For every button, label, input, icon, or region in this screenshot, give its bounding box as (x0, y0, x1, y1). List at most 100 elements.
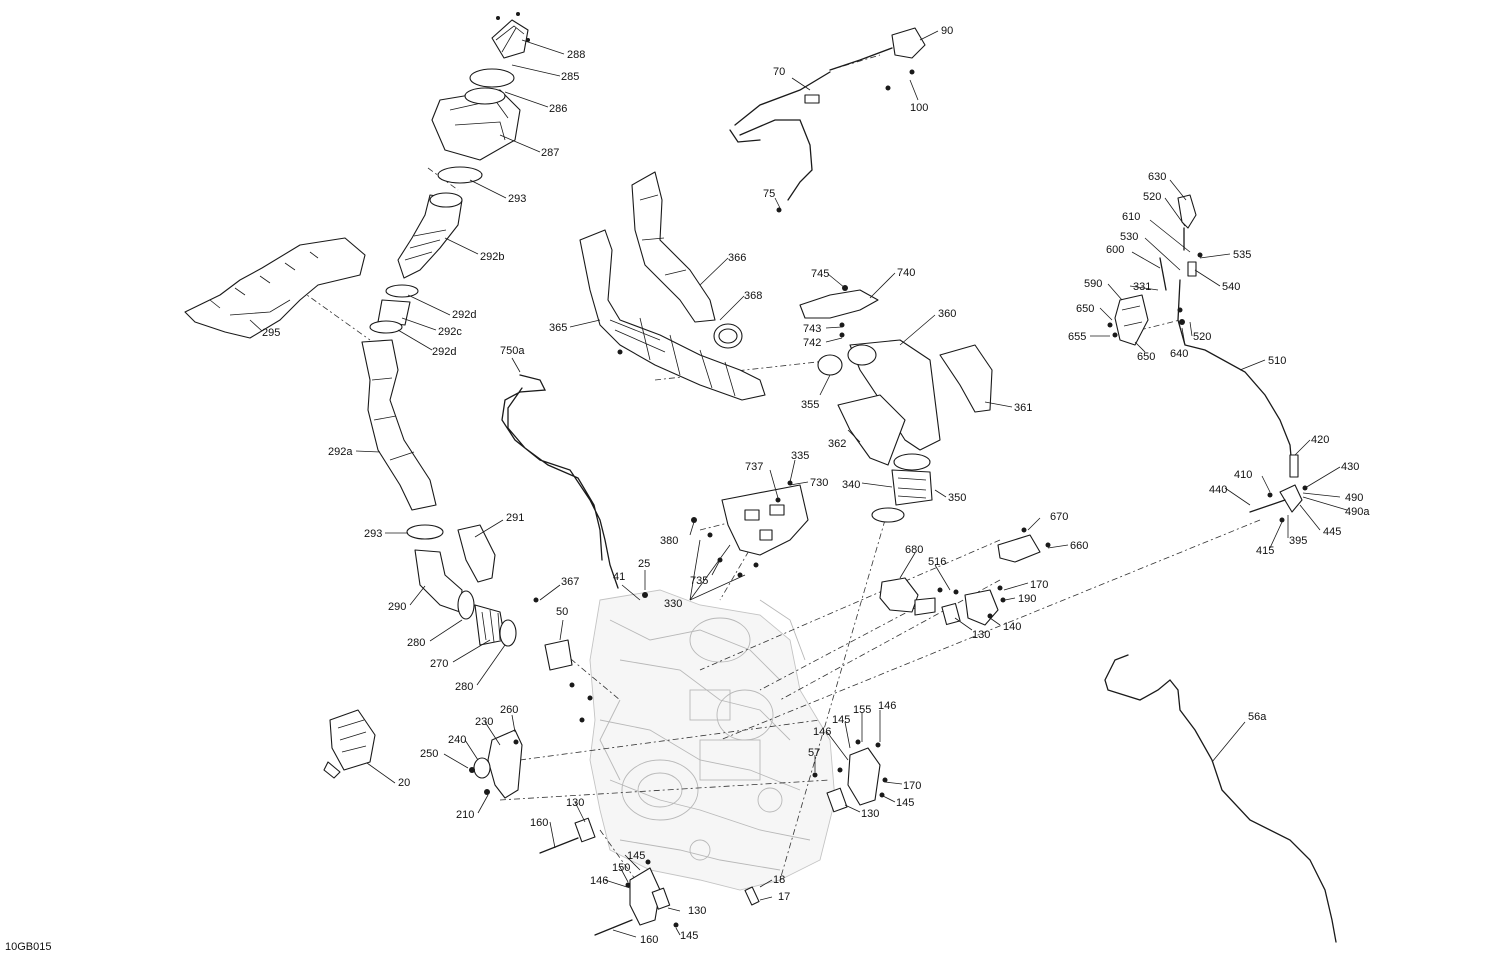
callout-362: 362 (828, 438, 846, 450)
callout-410: 410 (1234, 469, 1252, 481)
part-355 (817, 354, 843, 376)
part-362 (837, 394, 906, 466)
callout-660: 660 (1070, 540, 1088, 552)
lower-engine-mounts (539, 817, 760, 936)
callout-145-a: 145 (627, 850, 645, 862)
callout-420: 420 (1311, 434, 1329, 446)
callout-520-a: 520 (1143, 191, 1161, 203)
callout-25: 25 (638, 558, 650, 570)
callout-295: 295 (262, 327, 280, 339)
callout-130-c: 130 (972, 629, 990, 641)
right-mount-680 (879, 577, 1006, 626)
part-286 (464, 87, 506, 105)
callout-17: 17 (778, 891, 790, 903)
callout-145-b: 145 (680, 930, 698, 942)
callout-57: 57 (808, 747, 820, 759)
callout-366: 366 (728, 252, 746, 264)
callout-368: 368 (744, 290, 762, 302)
callout-745: 745 (811, 268, 829, 280)
callout-440: 440 (1209, 484, 1227, 496)
callout-350: 350 (948, 492, 966, 504)
callout-743: 743 (803, 323, 821, 335)
callout-230: 230 (475, 716, 493, 728)
callout-75: 75 (763, 188, 775, 200)
callout-140: 140 (1003, 621, 1021, 633)
callout-150: 150 (612, 862, 630, 874)
callout-145-d: 145 (896, 797, 914, 809)
callout-590: 590 (1084, 278, 1102, 290)
callout-655: 655 (1068, 331, 1086, 343)
callout-355: 355 (801, 399, 819, 411)
callout-730: 730 (810, 477, 828, 489)
callout-285: 285 (561, 71, 579, 83)
part-350-b (871, 507, 905, 523)
callout-292d-bottom: 292d (432, 346, 456, 358)
callout-41: 41 (613, 571, 625, 583)
throttle-harness (729, 27, 926, 213)
part-331-spring (1159, 257, 1167, 291)
callout-145-c: 145 (832, 714, 850, 726)
callout-288: 288 (567, 49, 585, 61)
callout-610: 610 (1122, 211, 1140, 223)
callout-510: 510 (1268, 355, 1286, 367)
cvt-housing-360 (817, 339, 993, 523)
part-293-top (437, 166, 483, 184)
bracket-50-parts (533, 597, 593, 723)
callout-360: 360 (938, 308, 956, 320)
callout-190: 190 (1018, 593, 1036, 605)
outlet-duct-365 (579, 171, 766, 401)
hose-56a (1104, 654, 1337, 943)
part-291 (457, 524, 496, 583)
callout-292c: 292c (438, 326, 462, 338)
callout-650-a: 650 (1076, 303, 1094, 315)
part-285 (469, 68, 515, 88)
callout-146-a: 146 (590, 875, 608, 887)
callout-430: 430 (1341, 461, 1359, 473)
callout-56a: 56a (1248, 711, 1267, 723)
callout-70: 70 (773, 66, 785, 78)
callout-293-top: 293 (508, 193, 526, 205)
callout-600: 600 (1106, 244, 1124, 256)
callout-286: 286 (549, 103, 567, 115)
callout-170-a: 170 (1030, 579, 1048, 591)
left-engine-mount (469, 729, 523, 799)
callout-130-b: 130 (688, 905, 706, 917)
callout-640: 640 (1170, 348, 1188, 360)
callout-labels: 288 285 286 287 293 292b 292d 292c 292d … (262, 25, 1370, 946)
callout-516: 516 (928, 556, 946, 568)
callout-365: 365 (549, 322, 567, 334)
callout-740: 740 (897, 267, 915, 279)
part-361 (939, 344, 993, 413)
callout-335: 335 (791, 450, 809, 462)
part-366 (631, 171, 716, 323)
figure-code: 10GB015 (5, 941, 51, 953)
leader-lines (249, 30, 1348, 938)
callout-540: 540 (1222, 281, 1240, 293)
callout-160-b: 160 (640, 934, 658, 946)
callout-742: 742 (803, 337, 821, 349)
callout-340: 340 (842, 479, 860, 491)
part-293-bottom (406, 524, 444, 540)
callout-270: 270 (430, 658, 448, 670)
callout-490a: 490a (1345, 506, 1370, 518)
callout-18: 18 (773, 874, 785, 886)
callout-280-b: 280 (455, 681, 473, 693)
bracket-660 (997, 527, 1051, 563)
callout-530: 530 (1120, 231, 1138, 243)
callout-520-b: 520 (1193, 331, 1211, 343)
hose-750a (501, 374, 619, 589)
callout-361: 361 (1014, 402, 1032, 414)
engine-block-outline (589, 589, 836, 891)
callout-146-b: 146 (878, 700, 896, 712)
callout-395: 395 (1289, 535, 1307, 547)
callout-680: 680 (905, 544, 923, 556)
callout-292b: 292b (480, 251, 504, 263)
callout-90: 90 (941, 25, 953, 37)
part-340 (891, 469, 933, 506)
part-20-airbox (323, 709, 376, 779)
callout-650-b: 650 (1137, 351, 1155, 363)
callout-737: 737 (745, 461, 763, 473)
callout-292d-top: 292d (452, 309, 476, 321)
callout-291: 291 (506, 512, 524, 524)
